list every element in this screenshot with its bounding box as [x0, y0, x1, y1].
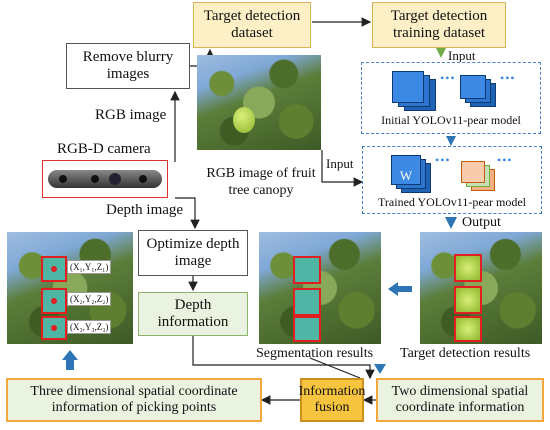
stack-icon — [460, 75, 486, 99]
trained-model-panel: W ••• ••• Trained YOLOv11-pear model — [362, 146, 542, 214]
seg-mask-2 — [293, 288, 321, 316]
blue-down-arrow-2 — [445, 217, 457, 229]
camera-lens-right — [139, 175, 147, 183]
camera-lens-main — [109, 173, 121, 185]
seg-mask-3 — [293, 316, 321, 342]
green-down-arrow-1 — [436, 48, 446, 58]
rgbd-camera-label: RGB-D camera — [57, 141, 151, 157]
fruit-canopy-photo — [197, 55, 321, 150]
information-fusion-box: Information fusion — [299, 378, 365, 422]
dots-icon: ••• — [440, 71, 456, 85]
det-bbox-2 — [454, 286, 482, 314]
coord-label-2: (X₂,Y₂,Z₂) — [67, 292, 112, 306]
dots-icon: ••• — [497, 153, 513, 167]
camera-lens-left — [59, 175, 67, 183]
remove-blurry-box: Remove blurry images — [66, 43, 190, 89]
dots-icon: ••• — [435, 153, 451, 167]
segmentation-photo — [259, 232, 381, 344]
depth-information-box: Depth information — [138, 292, 248, 336]
output-label: Output — [462, 215, 501, 230]
det-bbox-1 — [454, 254, 482, 282]
blue-left-arrow-shaft — [398, 286, 412, 292]
blue-left-arrow — [388, 282, 398, 296]
trained-model-label: Trained YOLOv11-pear model — [378, 195, 526, 209]
camera-body — [48, 170, 162, 188]
coord-label-1: (X₁,Y₁,Z₁) — [67, 260, 112, 274]
w-icon: W — [391, 155, 421, 185]
target-detection-dataset-box: Target detection dataset — [193, 2, 311, 48]
picking-point-1 — [51, 266, 57, 272]
rgbd-camera — [42, 160, 168, 198]
target-detection-training-dataset-box: Target detection training dataset — [372, 2, 506, 48]
segmentation-results-label: Segmentation results — [256, 346, 374, 361]
detection-results-label: Target detection results — [400, 346, 531, 361]
depth-image-label: Depth image — [106, 202, 184, 218]
stack-icon — [392, 71, 424, 103]
input-label-1: Input — [448, 48, 476, 63]
pear — [233, 107, 255, 133]
picking-point-2 — [51, 298, 57, 304]
two-dim-box: Two dimensional spatial coordinate infor… — [376, 378, 544, 422]
input-label-2: Input — [326, 156, 354, 171]
blue-down-arrow-3 — [374, 364, 386, 374]
detection-photo — [420, 232, 542, 344]
coord-label-3: (X₃,Y₃,Z₃) — [67, 320, 112, 334]
dots-icon: ••• — [500, 71, 516, 85]
rgb-image-label: RGB image — [95, 107, 167, 123]
optimize-depth-box: Optimize depth image — [138, 230, 248, 276]
seg-mask-1 — [293, 256, 321, 284]
blue-down-arrow-1 — [446, 136, 456, 146]
initial-model-panel: ••• ••• Initial YOLOv11-pear model — [361, 62, 541, 134]
stack-icon — [461, 161, 485, 183]
canopy-caption: RGB image of fruit tree canopy — [206, 166, 316, 198]
blue-up-arrow — [62, 350, 78, 360]
three-dim-box: Three dimensional spatial coordinate inf… — [6, 378, 262, 422]
blue-up-arrow-shaft — [66, 360, 74, 370]
picking-points-photo: (X₁,Y₁,Z₁) (X₂,Y₂,Z₂) (X₃,Y₃,Z₃) — [7, 232, 133, 344]
initial-model-label: Initial YOLOv11-pear model — [381, 113, 521, 127]
camera-lens-mid — [91, 175, 99, 183]
det-bbox-3 — [454, 316, 482, 342]
picking-point-3 — [51, 325, 57, 331]
